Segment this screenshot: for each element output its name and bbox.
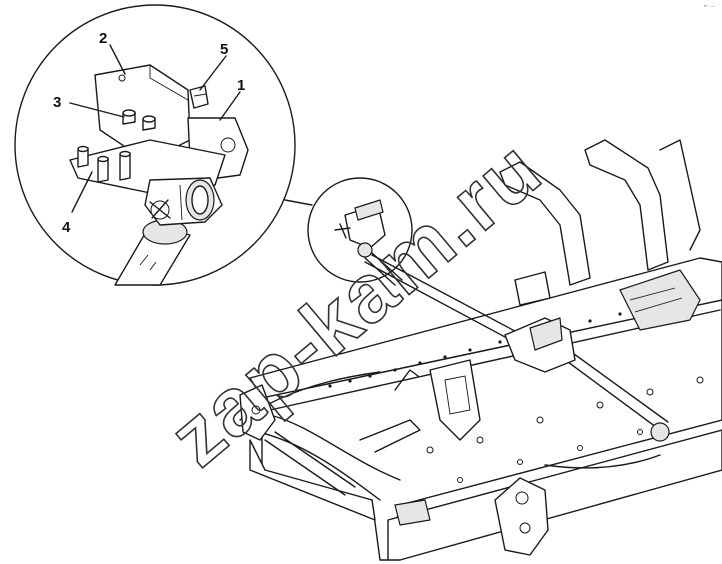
- spring-bracket: [494, 477, 549, 556]
- callout-3: 3: [53, 94, 61, 111]
- callout-5: 5: [220, 41, 228, 58]
- leader-2: [109, 44, 126, 75]
- leader-5: [199, 55, 227, 91]
- rail-holes: [328, 297, 704, 483]
- part-5-clip: [189, 85, 209, 109]
- callout-4: 4: [62, 219, 71, 236]
- detail-circle: [14, 4, 296, 286]
- part-3-bolts: [122, 109, 156, 131]
- corner-mark: ᵒ⁻ ···: [704, 4, 715, 10]
- leader-3: [69, 102, 125, 118]
- callout-2: 2: [99, 30, 107, 47]
- part-2-bracket: [94, 64, 191, 151]
- detail-leader-line: [284, 199, 313, 206]
- leader-1: [219, 91, 241, 121]
- center-bracket: [429, 359, 481, 441]
- callout-1: 1: [237, 77, 245, 94]
- reaction-rod-upper: [364, 254, 529, 346]
- rear-cross-member-left: [499, 161, 591, 286]
- chassis-frame: [239, 139, 722, 561]
- leader-4: [71, 171, 93, 213]
- location-circle: [307, 177, 413, 286]
- rear-cross-member-right: [584, 139, 669, 271]
